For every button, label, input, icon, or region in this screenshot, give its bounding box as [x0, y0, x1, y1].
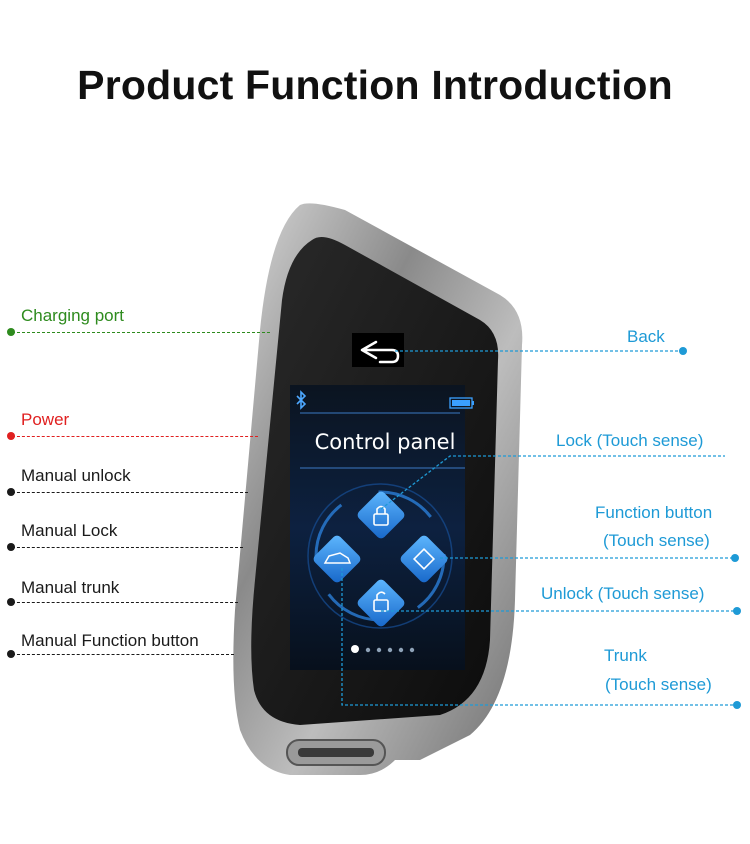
- function-diamond-icon: [412, 547, 436, 571]
- lock-icon: [373, 505, 389, 526]
- charging-port-leader: [12, 332, 270, 333]
- manual-lock-dot: [7, 543, 15, 551]
- bluetooth-icon: [296, 390, 307, 410]
- screen-title: Control panel: [314, 430, 456, 454]
- lock-touch-button[interactable]: [356, 490, 407, 541]
- label-power: Power: [21, 410, 70, 429]
- unlock-touch-button[interactable]: [356, 578, 407, 629]
- label-manual-trunk: Manual trunk: [21, 578, 120, 597]
- label-manual-function: Manual Function button: [21, 631, 199, 650]
- label-function-line1: Function button: [595, 503, 713, 522]
- label-trunk-line1: Trunk: [604, 646, 647, 665]
- label-manual-lock: Manual Lock: [21, 521, 118, 540]
- manual-lock-leader: [12, 547, 243, 548]
- label-function-line2: (Touch sense): [603, 531, 710, 550]
- function-touch-button[interactable]: [399, 534, 450, 585]
- label-back: Back: [627, 327, 665, 346]
- page-title: Product Function Introduction: [77, 62, 673, 108]
- trunk-car-icon: [323, 552, 352, 564]
- charging-port-dot: [7, 328, 15, 336]
- manual-unlock-dot: [7, 488, 15, 496]
- power-dot: [7, 432, 15, 440]
- trunk-touch-button[interactable]: [312, 534, 363, 585]
- label-manual-unlock: Manual unlock: [21, 466, 131, 485]
- page-indicator: [351, 645, 415, 653]
- label-trunk-line2: (Touch sense): [605, 675, 712, 694]
- label-unlock: Unlock (Touch sense): [541, 584, 705, 603]
- battery-icon: [449, 397, 474, 409]
- manual-trunk-dot: [7, 598, 15, 606]
- back-arrow-icon: [360, 340, 400, 364]
- manual-trunk-leader: [12, 602, 238, 603]
- manual-unlock-leader: [12, 492, 248, 493]
- label-charging-port: Charging port: [21, 306, 125, 325]
- label-lock: Lock (Touch sense): [556, 431, 704, 450]
- manual-function-dot: [7, 650, 15, 658]
- power-leader: [12, 436, 258, 437]
- manual-function-leader: [12, 654, 234, 655]
